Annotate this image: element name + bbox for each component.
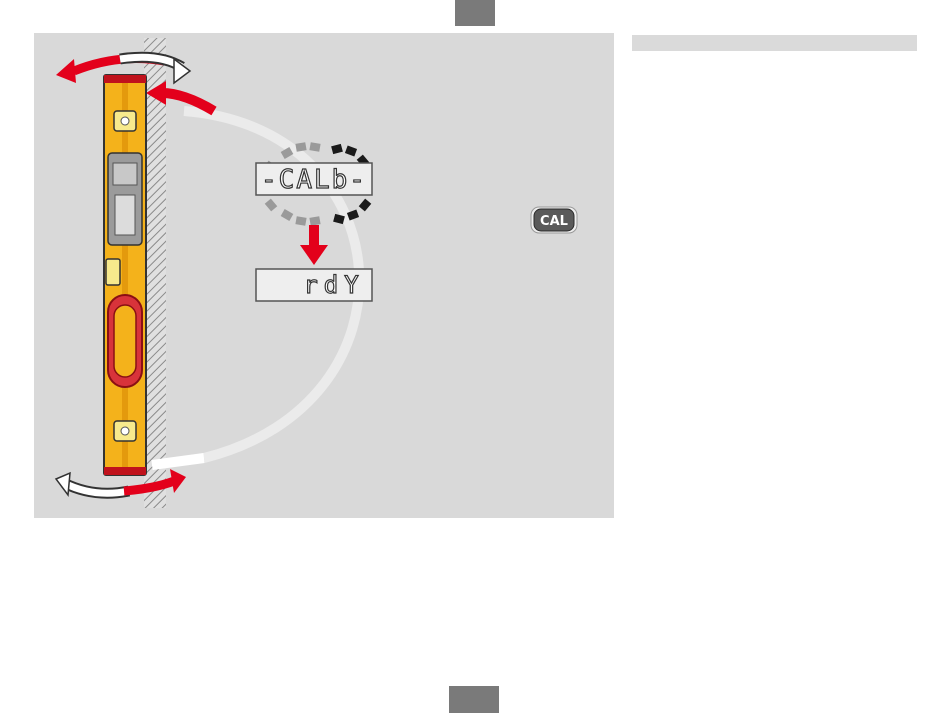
display-ready-text: rdY — [303, 271, 364, 299]
diagram-canvas: -CALb- rdY CAL — [34, 33, 614, 518]
wall-hatch — [144, 38, 166, 508]
display-calibrating: -CALb- — [256, 163, 372, 195]
side-vial — [106, 259, 120, 285]
down-arrow-head — [300, 245, 328, 265]
bottom-page-tab — [449, 686, 499, 713]
side-header-bar — [632, 35, 917, 51]
down-arrow-shaft — [309, 225, 319, 247]
white-arc-arrow — [152, 458, 204, 465]
spirit-level — [104, 75, 146, 475]
top-page-tab — [455, 0, 495, 26]
cal-button-label: CAL — [540, 214, 568, 229]
display-calibrating-text: -CALb- — [261, 165, 367, 195]
display-ready: rdY — [256, 269, 372, 301]
cal-button: CAL — [531, 207, 577, 233]
calibration-diagram: -CALb- rdY CAL — [34, 33, 614, 518]
